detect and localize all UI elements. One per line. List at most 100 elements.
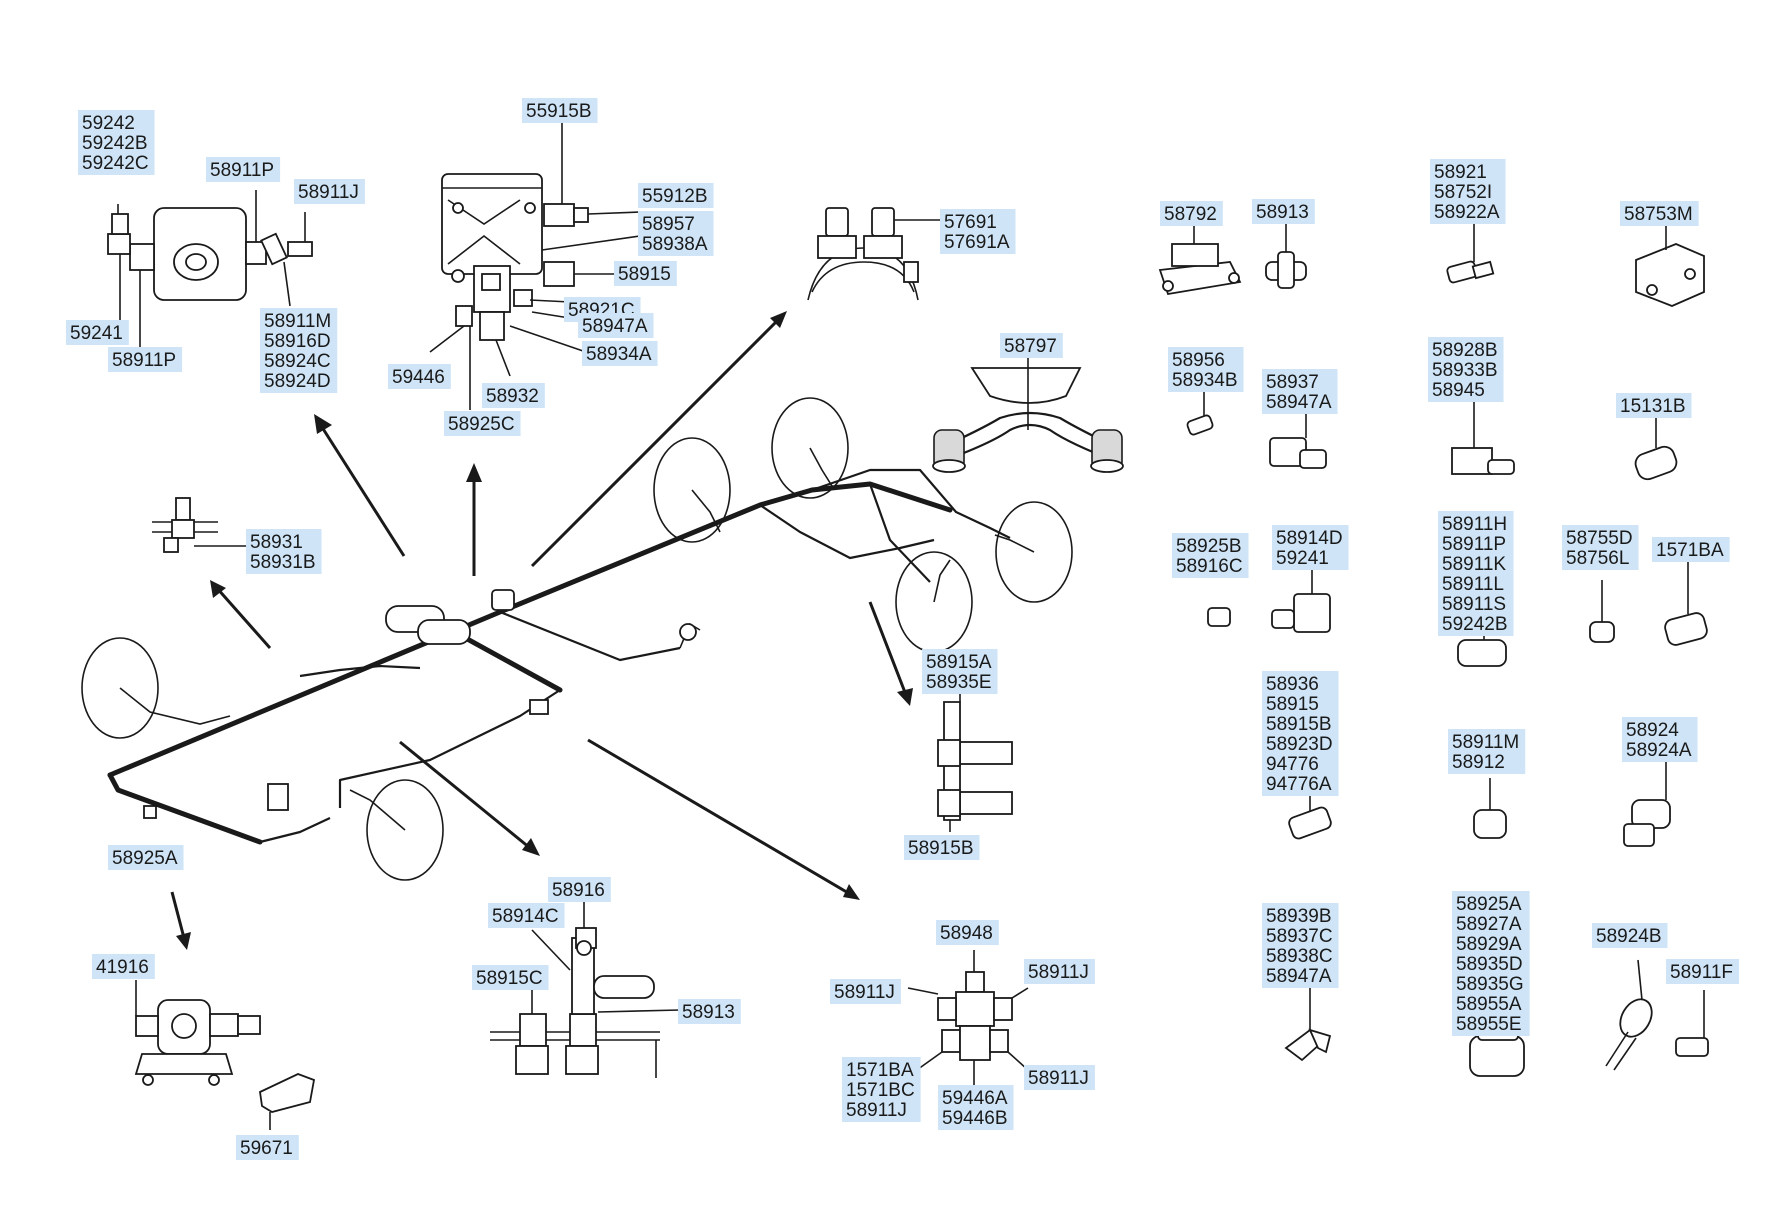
part-number-label: 58915: [1266, 694, 1319, 715]
part-number-label: 58911J: [1028, 1068, 1089, 1089]
part-number-label: 58928B: [1432, 340, 1498, 361]
label-highlight: [936, 920, 999, 945]
part-number-label: 57691: [944, 212, 997, 233]
label-highlight: [842, 1057, 921, 1122]
label-highlight: [638, 211, 714, 256]
part-number-label: 58932: [486, 386, 539, 407]
label-highlight: [1172, 533, 1249, 578]
part-number-label: 58923D: [1266, 734, 1333, 755]
part-number-label: 57691A: [944, 232, 1010, 253]
part-number-label: 58935E: [926, 672, 992, 693]
label-group-g-58792: 58792: [1160, 201, 1223, 226]
label-highlight: [444, 411, 521, 436]
label-highlight: [1252, 199, 1315, 224]
label-group-valve-top-2: 55912B: [638, 183, 714, 208]
part-number-label: 58921: [1434, 162, 1487, 183]
part-number-label: 59242B: [82, 133, 148, 154]
label-highlight: [472, 965, 549, 990]
part-number-label: 58925C: [448, 414, 515, 435]
label-highlight: [1592, 923, 1668, 948]
part-number-label: 58956: [1172, 350, 1225, 371]
label-highlight: [938, 1085, 1014, 1130]
pump-assembly: [107, 190, 313, 354]
part-number-label: 58937: [1266, 372, 1319, 393]
cross-assembly: [907, 950, 1029, 1092]
label-group-valve-top-10: 58925C: [444, 411, 521, 436]
part-number-label: 58911P: [1442, 534, 1506, 555]
label-highlight: [1452, 891, 1530, 1036]
part-number-label: 58914D: [1276, 528, 1343, 549]
part-number-label: 59242B: [1442, 614, 1508, 635]
label-highlight: [92, 954, 155, 979]
label-highlight: [1616, 393, 1692, 418]
chassis-frame: [81, 397, 1073, 881]
label-group-pump-left-2: 58911P: [206, 157, 281, 182]
part-number-label: 58922A: [1434, 202, 1500, 223]
part-number-label: 58916D: [264, 331, 331, 352]
label-highlight: [1262, 903, 1339, 988]
part-number-label: 58957: [642, 214, 695, 235]
part-number-label: 1571BA: [846, 1060, 914, 1081]
label-group-valve-top-7: 58934A: [582, 341, 658, 366]
part-number-label: 59446A: [942, 1088, 1008, 1109]
valve-assembly: [429, 120, 641, 410]
label-group-pump-left-3: 58911J: [294, 179, 365, 204]
part-number-label: 58925A: [112, 848, 178, 869]
label-group-cross-1: 58948: [936, 920, 999, 945]
part-number-label: 58915B: [908, 838, 974, 859]
callout-arrows: [170, 311, 913, 950]
part-number-label: 94776A: [1266, 774, 1332, 795]
part-number-label: 58936: [1266, 674, 1319, 695]
part-number-label: 58911J: [834, 982, 895, 1003]
label-highlight: [1428, 337, 1504, 402]
part-number-label: 58947A: [1266, 966, 1332, 987]
part-number-label: 58913: [682, 1002, 735, 1023]
label-highlight: [904, 835, 980, 860]
part-number-label: 58755D: [1566, 528, 1633, 549]
label-group-tee-2: 58914C: [488, 903, 565, 928]
part-number-label: 58924: [1626, 720, 1679, 741]
part-number-label: 58925A: [1456, 894, 1522, 915]
label-group-bracket-right-2: 58915B: [904, 835, 980, 860]
label-highlight: [1000, 333, 1063, 358]
label-group-cross-6: 58911J: [1024, 1065, 1095, 1090]
label-group-g-58911F: 58911F: [1666, 959, 1740, 984]
part-number-label: 59242: [82, 113, 135, 134]
part-number-label: 58931: [250, 532, 303, 553]
part-number-label: 58911J: [298, 182, 359, 203]
label-highlight: [1620, 201, 1699, 226]
sensor-part: [134, 980, 316, 1130]
label-highlight: [922, 649, 998, 694]
label-highlight: [488, 903, 565, 928]
label-highlight: [1448, 729, 1526, 774]
part-number-label: 55912B: [642, 186, 708, 207]
label-highlight: [482, 383, 545, 408]
label-group-valve-top-1: 55915B: [522, 98, 598, 123]
part-number-label: 41916: [96, 957, 149, 978]
label-group-tee-1: 58916: [548, 877, 611, 902]
part-number-label: 58914C: [492, 906, 559, 927]
label-highlight: [1438, 511, 1514, 636]
part-number-label: 59241: [70, 323, 123, 344]
label-highlight: [614, 261, 677, 286]
label-highlight: [78, 110, 155, 175]
part-number-label: 58955E: [1456, 1014, 1522, 1035]
part-number-label: 58924A: [1626, 740, 1692, 761]
label-highlight: [1024, 959, 1095, 984]
part-number-label: 58947A: [582, 316, 648, 337]
part-number-label: 58927A: [1456, 914, 1522, 935]
part-number-label: 58924B: [1596, 926, 1662, 947]
part-number-label: 55915B: [526, 101, 592, 122]
label-highlight: [1168, 347, 1244, 392]
label-highlight: [940, 209, 1016, 254]
part-number-label: 58939B: [1266, 906, 1332, 927]
label-highlight: [522, 98, 598, 123]
